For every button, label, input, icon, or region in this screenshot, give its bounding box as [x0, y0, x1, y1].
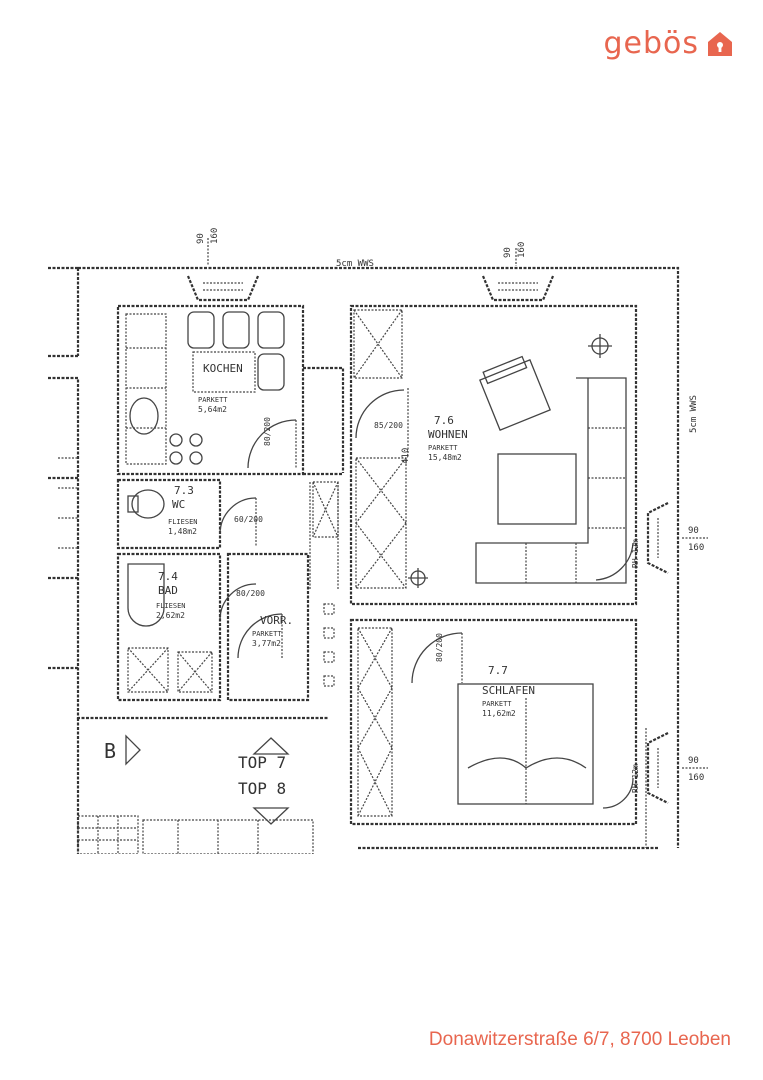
dim-top-mid-a: 90: [503, 247, 513, 258]
living-area: 15,48m2: [428, 453, 462, 462]
kitchen-name: KOCHEN: [203, 362, 243, 375]
kitchen-area: 5,64m2: [198, 405, 227, 414]
dim-right-b: 160: [688, 543, 704, 553]
hall-area: 3,77m2: [252, 639, 281, 648]
wc-name: WC: [172, 498, 185, 511]
dim-wall-right: 5cm WWS: [689, 395, 699, 433]
living-door: 85/200: [374, 421, 403, 430]
stair-label: B: [104, 739, 116, 763]
bath-area: 2,62m2: [156, 611, 185, 620]
bedroom-door: 80/200: [435, 633, 444, 662]
living-name: WOHNEN: [428, 428, 468, 441]
bedroom-area: 11,62m2: [482, 709, 516, 718]
dim-top-left-b: 160: [210, 228, 220, 244]
living-number: 7.6: [434, 414, 454, 427]
wc-area: 1,48m2: [168, 527, 197, 536]
kitchen-floor: PARKETT: [198, 396, 228, 404]
dim-radiator-bed: RH-12m: [631, 764, 640, 793]
wc-number: 7.3: [174, 484, 194, 497]
bedroom-name: SCHLAFEN: [482, 684, 535, 697]
dim-wall-top: 5cm WWS: [336, 259, 374, 269]
dim-living-height: 410: [401, 448, 411, 464]
house-lock-icon: [708, 31, 732, 56]
dim-top-left-a: 90: [196, 233, 206, 244]
hall-door: 80/200: [236, 589, 265, 598]
floor-plan-drawing: 90 160 90 160 5cm WWS 5cm WWS 90 160 90 …: [48, 228, 708, 854]
bath-floor: FLIESEN: [156, 602, 186, 610]
bath-number: 7.4: [158, 570, 178, 583]
bedroom-number: 7.7: [488, 664, 508, 677]
hall-floor: PARKETT: [252, 630, 282, 638]
wc-door: 60/200: [234, 515, 263, 524]
top7-label: TOP 7: [238, 753, 286, 772]
dim-radiator-living: RH-12m: [631, 539, 640, 568]
wc-floor: FLIESEN: [168, 518, 198, 526]
hall-name: VORR.: [260, 614, 293, 627]
bedroom-floor: PARKETT: [482, 700, 512, 708]
top8-label: TOP 8: [238, 779, 286, 798]
dim-right-low-b: 160: [688, 773, 704, 783]
kitchen-door: 80/200: [263, 417, 272, 446]
dim-right-a: 90: [688, 526, 699, 536]
floor-plan: 90 160 90 160 5cm WWS 5cm WWS 90 160 90 …: [48, 228, 715, 854]
brand-name: gebös: [603, 26, 699, 61]
dim-top-mid-b: 160: [517, 242, 527, 258]
dim-right-low-a: 90: [688, 756, 699, 766]
bath-name: BAD: [158, 584, 178, 597]
brand-logo: gebös: [603, 26, 733, 61]
living-floor: PARKETT: [428, 444, 458, 452]
property-address: Donawitzerstraße 6/7, 8700 Leoben: [428, 1029, 731, 1050]
